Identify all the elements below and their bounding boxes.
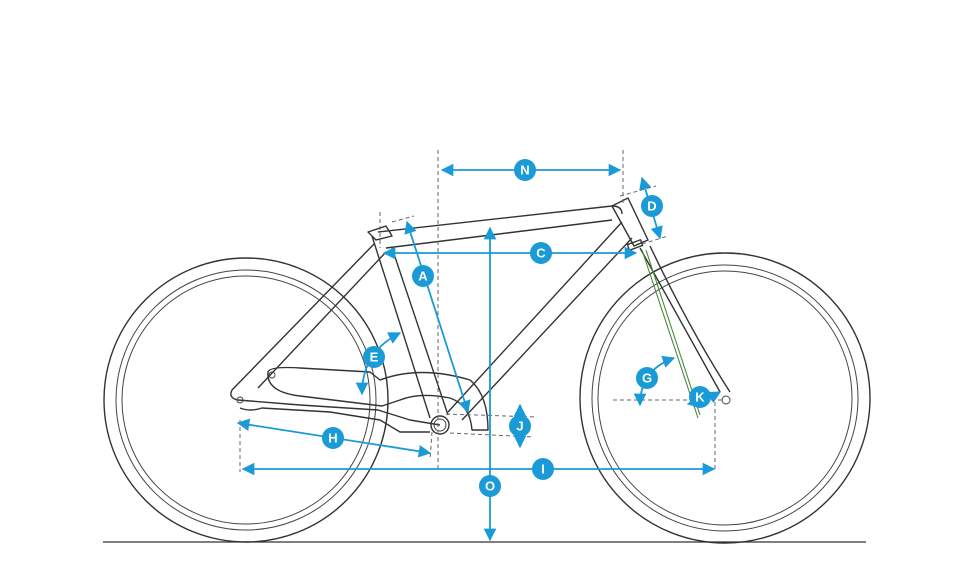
label-j: J	[509, 415, 531, 437]
label-k: K	[689, 386, 711, 408]
front-wheel	[579, 252, 871, 544]
label-e: E	[363, 346, 385, 368]
svg-text:E: E	[370, 350, 379, 365]
label-o: O	[479, 475, 501, 497]
svg-text:I: I	[541, 462, 545, 477]
label-d: D	[641, 195, 663, 217]
svg-text:O: O	[485, 479, 495, 494]
label-h: H	[322, 427, 344, 449]
dimension-arrows	[236, 163, 722, 542]
svg-text:K: K	[695, 390, 705, 405]
svg-text:C: C	[536, 246, 546, 261]
svg-text:H: H	[328, 431, 337, 446]
label-i: I	[532, 458, 554, 480]
rear-wheel	[103, 257, 389, 543]
svg-text:D: D	[647, 199, 656, 214]
label-a: A	[412, 265, 434, 287]
svg-text:A: A	[418, 269, 428, 284]
bike-frame	[230, 197, 731, 435]
svg-text:J: J	[516, 419, 523, 434]
label-g: G	[636, 367, 658, 389]
svg-text:N: N	[520, 163, 529, 178]
label-c: C	[530, 242, 552, 264]
svg-text:G: G	[642, 371, 652, 386]
label-n: N	[514, 159, 536, 181]
